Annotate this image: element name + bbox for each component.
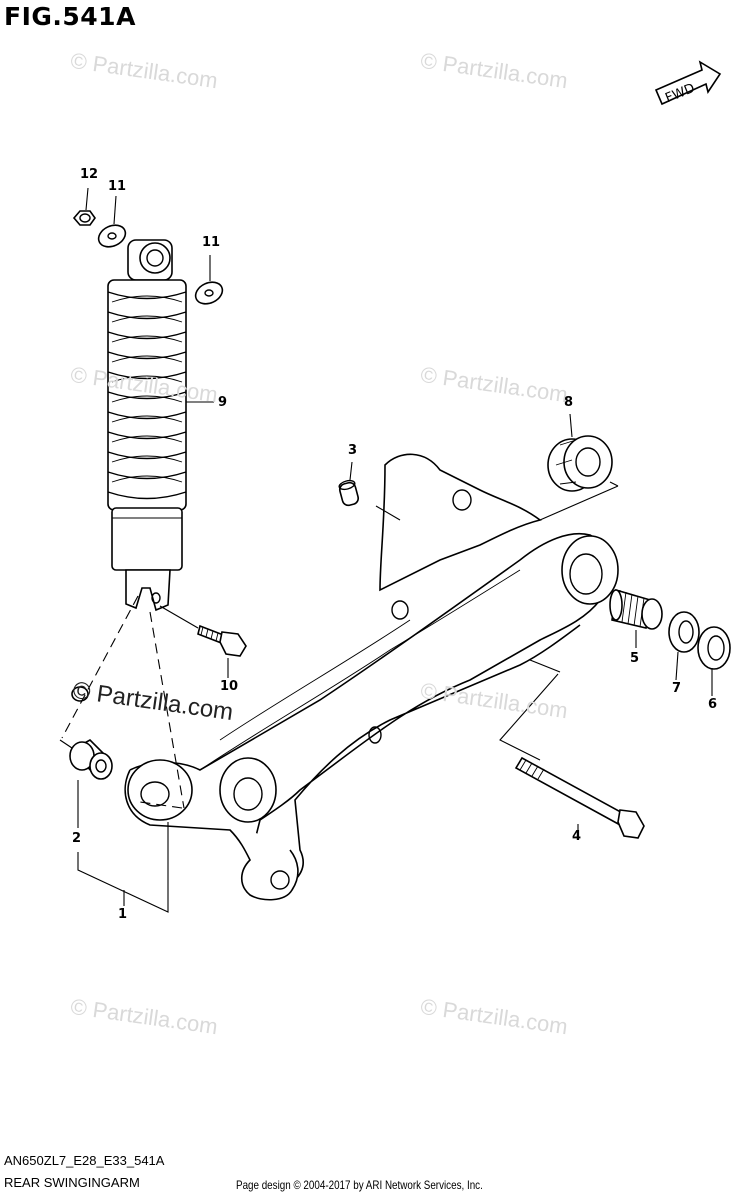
part-12-nut[interactable] [72, 210, 96, 226]
callout-11-upper[interactable]: 11 [108, 179, 127, 194]
assembly-dash-lines [61, 595, 185, 809]
part-7-washer[interactable] [668, 611, 700, 653]
part-3-pin[interactable] [338, 479, 360, 507]
diagram-name: REAR SWINGINGARM [4, 1175, 140, 1190]
callout-10[interactable]: 10 [220, 679, 239, 694]
part-2-bushing[interactable] [69, 686, 113, 780]
part-11-washer-upper[interactable] [95, 221, 129, 251]
part-8-bearing[interactable] [547, 435, 613, 492]
footer-credit: Page design © 2004-2017 by ARI Network S… [236, 1178, 483, 1192]
callout-4[interactable]: 4 [572, 829, 582, 844]
callout-2[interactable]: 2 [72, 831, 82, 846]
callout-12[interactable]: 12 [80, 167, 99, 182]
part-4-pivot-bolt[interactable] [514, 756, 645, 839]
part-6-lock-nut[interactable] [697, 626, 731, 670]
part-9-rear-shock-absorber[interactable] [107, 239, 187, 612]
callout-11-lower[interactable]: 11 [202, 235, 221, 250]
callout-5[interactable]: 5 [630, 651, 640, 666]
part-5-pivot-adjuster[interactable] [609, 588, 663, 630]
callout-8[interactable]: 8 [564, 395, 574, 410]
leader-lines [59, 187, 713, 913]
part-10-bolt[interactable] [197, 624, 247, 657]
diagram-code: AN650ZL7_E28_E33_541A [4, 1153, 165, 1168]
forward-arrow-icon: FWD [654, 60, 722, 106]
callout-9[interactable]: 9 [218, 395, 228, 410]
part-11-washer-lower[interactable] [192, 278, 226, 308]
callout-3[interactable]: 3 [348, 443, 358, 458]
callout-1[interactable]: 1 [118, 907, 128, 922]
callout-7[interactable]: 7 [672, 681, 682, 696]
figure-title: FIG.541A [4, 2, 136, 31]
callout-6[interactable]: 6 [708, 697, 718, 712]
part-1-rear-swingarm[interactable] [124, 453, 619, 901]
